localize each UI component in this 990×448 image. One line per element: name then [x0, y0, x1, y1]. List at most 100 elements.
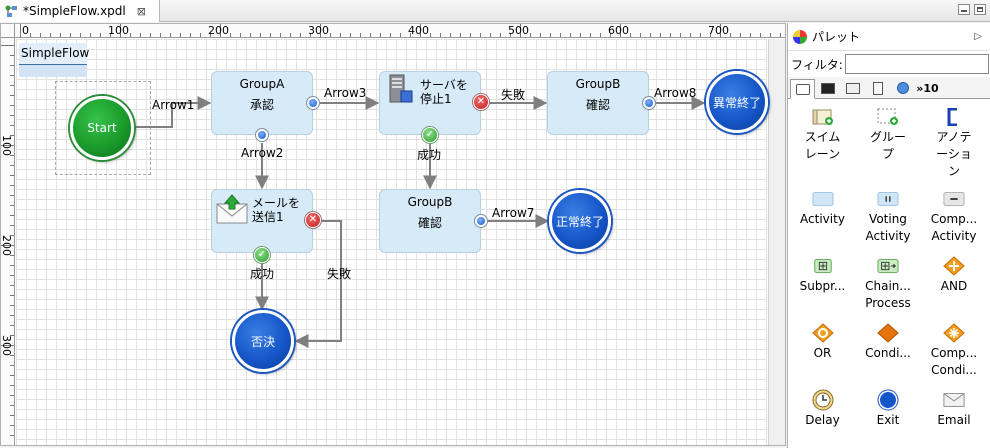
palette-item-label: Chain...: [865, 279, 911, 293]
ruler-tick: [110, 33, 111, 37]
palette-title: パレット: [812, 30, 861, 44]
success1-label[interactable]: 成功: [417, 148, 442, 162]
ruler-corner: [1, 24, 15, 38]
exit-icon: [877, 389, 899, 411]
mail-send-success-port[interactable]: ✓: [254, 247, 270, 263]
ruler-tick: [620, 24, 621, 37]
group-a-activity[interactable]: GroupA 承認: [211, 71, 313, 135]
ruler-tick: [430, 33, 431, 37]
subprocess-icon: [812, 256, 834, 276]
delay-icon: [812, 389, 834, 411]
ruler-tick: [210, 33, 211, 37]
arrow7-label[interactable]: Arrow7: [492, 206, 535, 220]
mail-send-fail-port[interactable]: ✕: [305, 212, 321, 228]
activity-icon: [811, 189, 834, 209]
palette-tab-refresh[interactable]: [890, 78, 915, 98]
group-b2-out-port[interactable]: [474, 214, 488, 228]
filter-input[interactable]: [844, 54, 989, 74]
end-reject-label: 否決: [250, 334, 275, 349]
group-a-out-port-right[interactable]: [306, 96, 320, 110]
palette-item-label: Activity: [865, 229, 911, 243]
palette-tab-mail[interactable]: [840, 78, 865, 98]
server-stop-line2: 停止1: [420, 92, 452, 106]
editor-tab-simpleflow[interactable]: *SimpleFlow.xpdl ⊠: [0, 0, 160, 22]
end-error-node[interactable]: 異常終了: [706, 71, 768, 133]
palette-item-label: Activity: [931, 229, 977, 243]
palette-tab-document[interactable]: [865, 78, 890, 98]
and-gateway-icon: [943, 256, 965, 276]
ruler-h-label: 700: [708, 24, 729, 37]
ruler-h-label: 300: [308, 24, 329, 37]
end-normal-node[interactable]: 正常終了: [549, 190, 611, 252]
palette-item-label: Activity: [800, 212, 845, 226]
ruler-tick: [400, 33, 401, 37]
arrow3-label[interactable]: Arrow3: [324, 86, 367, 100]
ruler-h-label: 0: [22, 24, 29, 37]
server-stop-success-port[interactable]: ✓: [422, 127, 438, 143]
palette-item-group[interactable]: グループ: [855, 107, 921, 174]
server-stop-fail-port[interactable]: ✕: [473, 94, 489, 110]
group-b1-activity[interactable]: GroupB 確認: [547, 71, 649, 135]
palette-tab-more[interactable]: »10: [915, 78, 940, 98]
maximize-icon[interactable]: [974, 4, 986, 15]
editor-tab-title: *SimpleFlow.xpdl: [23, 4, 126, 18]
success2-label[interactable]: 成功: [250, 267, 275, 281]
ruler-tick: [40, 33, 41, 37]
ruler-tick: [10, 285, 14, 286]
ruler-tick: [520, 24, 521, 37]
group-b2-subtitle: 確認: [417, 216, 442, 230]
palette-item-label: Delay: [805, 413, 840, 427]
end-reject-node[interactable]: 否決: [232, 310, 294, 372]
ruler-tick: [10, 75, 14, 76]
ruler-tick: [90, 33, 91, 37]
minimize-icon[interactable]: [958, 4, 970, 15]
palette-item-annotation[interactable]: アノテーション: [921, 107, 987, 189]
palette-item-compensation-activity[interactable]: Comp...Activity: [921, 189, 987, 256]
group-a-out-port-bottom[interactable]: [255, 128, 269, 142]
ruler-tick: [10, 365, 14, 366]
palette-item-label: ン: [947, 164, 960, 178]
palette-tab-basic[interactable]: [790, 79, 815, 99]
ruler-tick: [1, 45, 14, 46]
fail1-label[interactable]: 失敗: [501, 88, 526, 102]
server-icon: [389, 74, 413, 103]
palette-item-email[interactable]: Email: [921, 390, 987, 448]
palette-item-complex-conditional[interactable]: Comp...Condi...: [921, 323, 987, 390]
start-node[interactable]: Start: [70, 96, 134, 160]
palette-item-exit[interactable]: Exit: [855, 389, 921, 448]
filter-label: フィルタ:: [791, 57, 843, 72]
ruler-tick: [160, 33, 161, 37]
arrow8-label[interactable]: Arrow8: [654, 86, 697, 100]
palette-item-label: レーン: [804, 147, 841, 161]
close-tab-icon[interactable]: ⊠: [136, 4, 146, 18]
palette-item-or-gateway[interactable]: OR: [790, 323, 855, 390]
fail2-label[interactable]: 失敗: [327, 267, 352, 281]
collapse-palette-icon[interactable]: ▷: [974, 31, 982, 42]
arrow2-label[interactable]: Arrow2: [241, 146, 284, 160]
selection-box: [55, 81, 151, 175]
diagram-name-label[interactable]: SimpleFlow: [19, 43, 89, 65]
palette-item-and-gateway[interactable]: AND: [921, 256, 987, 323]
arrow1-label[interactable]: Arrow1: [152, 98, 195, 112]
palette-item-delay[interactable]: Delay: [790, 389, 855, 448]
diagram-name-band: [19, 65, 87, 77]
ruler-tick: [10, 415, 14, 416]
palette-item-activity[interactable]: Activity: [790, 189, 855, 256]
palette-item-chain-process[interactable]: Chain...Process: [855, 256, 921, 323]
ruler-tick: [10, 355, 14, 356]
palette-item-label: グルー: [869, 130, 906, 144]
mail-send-line2: 送信1: [252, 210, 284, 224]
group-b2-activity[interactable]: GroupB 確認: [379, 189, 481, 253]
ruler-tick: [10, 105, 14, 106]
palette-item-subprocess[interactable]: Subpr...: [790, 256, 855, 323]
end-error-label: 異常終了: [712, 95, 761, 110]
ruler-tick: [570, 33, 571, 37]
palette-item-swimlane[interactable]: スイムレーン: [790, 107, 855, 174]
ruler-tick: [630, 33, 631, 37]
palette-tab-terminal[interactable]: [815, 78, 840, 98]
group-b1-out-port[interactable]: [642, 96, 656, 110]
vertical-scrollbar[interactable]: [768, 39, 785, 445]
ruler-tick: [10, 255, 14, 256]
palette-item-conditional-gateway[interactable]: Condi...: [855, 323, 921, 390]
